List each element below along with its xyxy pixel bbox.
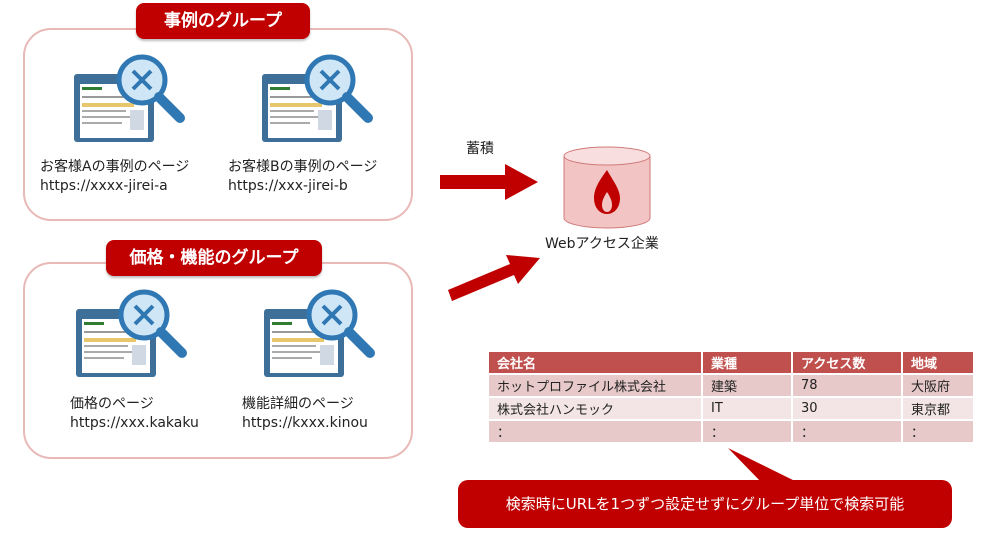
group-to-db-arrow — [448, 255, 540, 301]
price-page-title: 価格のページ — [70, 396, 154, 412]
header-industry: 業種 — [703, 352, 791, 373]
price-group-label: 価格・機能のグループ — [106, 240, 322, 276]
case-page-a-url: https://xxxx-jirei-a — [40, 178, 168, 194]
company-table: 会社名 業種 アクセス数 地域 ホットプロファイル株式会社 建築 78 大阪府 … — [487, 350, 975, 444]
cell-access-count: 78 — [793, 375, 901, 396]
callout-pointer — [728, 448, 805, 486]
callout-text: 検索時にURLを1つずつ設定せずにグループ単位で検索可能 — [505, 495, 905, 513]
cell-company: 株式会社ハンモック — [489, 398, 701, 419]
cell-company: ホットプロファイル株式会社 — [489, 375, 701, 396]
cell-access-count: 30 — [793, 398, 901, 419]
case-page-a-title: お客様Aの事例のページ — [40, 159, 190, 175]
table-row: ： ： ： ： — [489, 421, 973, 442]
feature-page-url: https://kxxx.kinou — [242, 415, 368, 431]
webpage-search-icon — [264, 289, 375, 377]
case-page-b-title: お客様Bの事例のページ — [228, 159, 378, 175]
cell-industry: IT — [703, 398, 791, 419]
webpage-search-icon — [74, 54, 185, 142]
webpage-search-icon — [262, 54, 373, 142]
cell-access-count: ： — [793, 421, 901, 442]
accumulate-arrow — [440, 164, 538, 200]
database-label: Webアクセス企業 — [545, 236, 659, 252]
case-page-b-caption: お客様Bの事例のページ https://xxx-jirei-b — [228, 158, 377, 196]
case-page-a-caption: お客様Aの事例のページ https://xxxx-jirei-a — [40, 158, 189, 196]
table-row: 株式会社ハンモック IT 30 東京都 — [489, 398, 973, 419]
webpage-search-icon — [76, 289, 187, 377]
cell-region: 東京都 — [903, 398, 973, 419]
cell-company: ： — [489, 421, 701, 442]
feature-page-caption: 機能詳細のページ https://kxxx.kinou — [242, 395, 368, 433]
feature-page-title: 機能詳細のページ — [242, 396, 354, 412]
header-access-count: アクセス数 — [793, 352, 901, 373]
case-group-label: 事例のグループ — [136, 3, 310, 39]
case-page-b-url: https://xxx-jirei-b — [228, 178, 348, 194]
callout-box — [458, 480, 952, 528]
header-company: 会社名 — [489, 352, 701, 373]
cell-region: 大阪府 — [903, 375, 973, 396]
price-page-url: https://xxx.kakaku — [70, 415, 199, 431]
price-page-caption: 価格のページ https://xxx.kakaku — [70, 395, 199, 433]
header-region: 地域 — [903, 352, 973, 373]
accumulate-label: 蓄積 — [466, 141, 494, 157]
cell-region: ： — [903, 421, 973, 442]
table-header-row: 会社名 業種 アクセス数 地域 — [489, 352, 973, 373]
database-icon — [563, 146, 651, 229]
cell-industry: ： — [703, 421, 791, 442]
cell-industry: 建築 — [703, 375, 791, 396]
table-row: ホットプロファイル株式会社 建築 78 大阪府 — [489, 375, 973, 396]
